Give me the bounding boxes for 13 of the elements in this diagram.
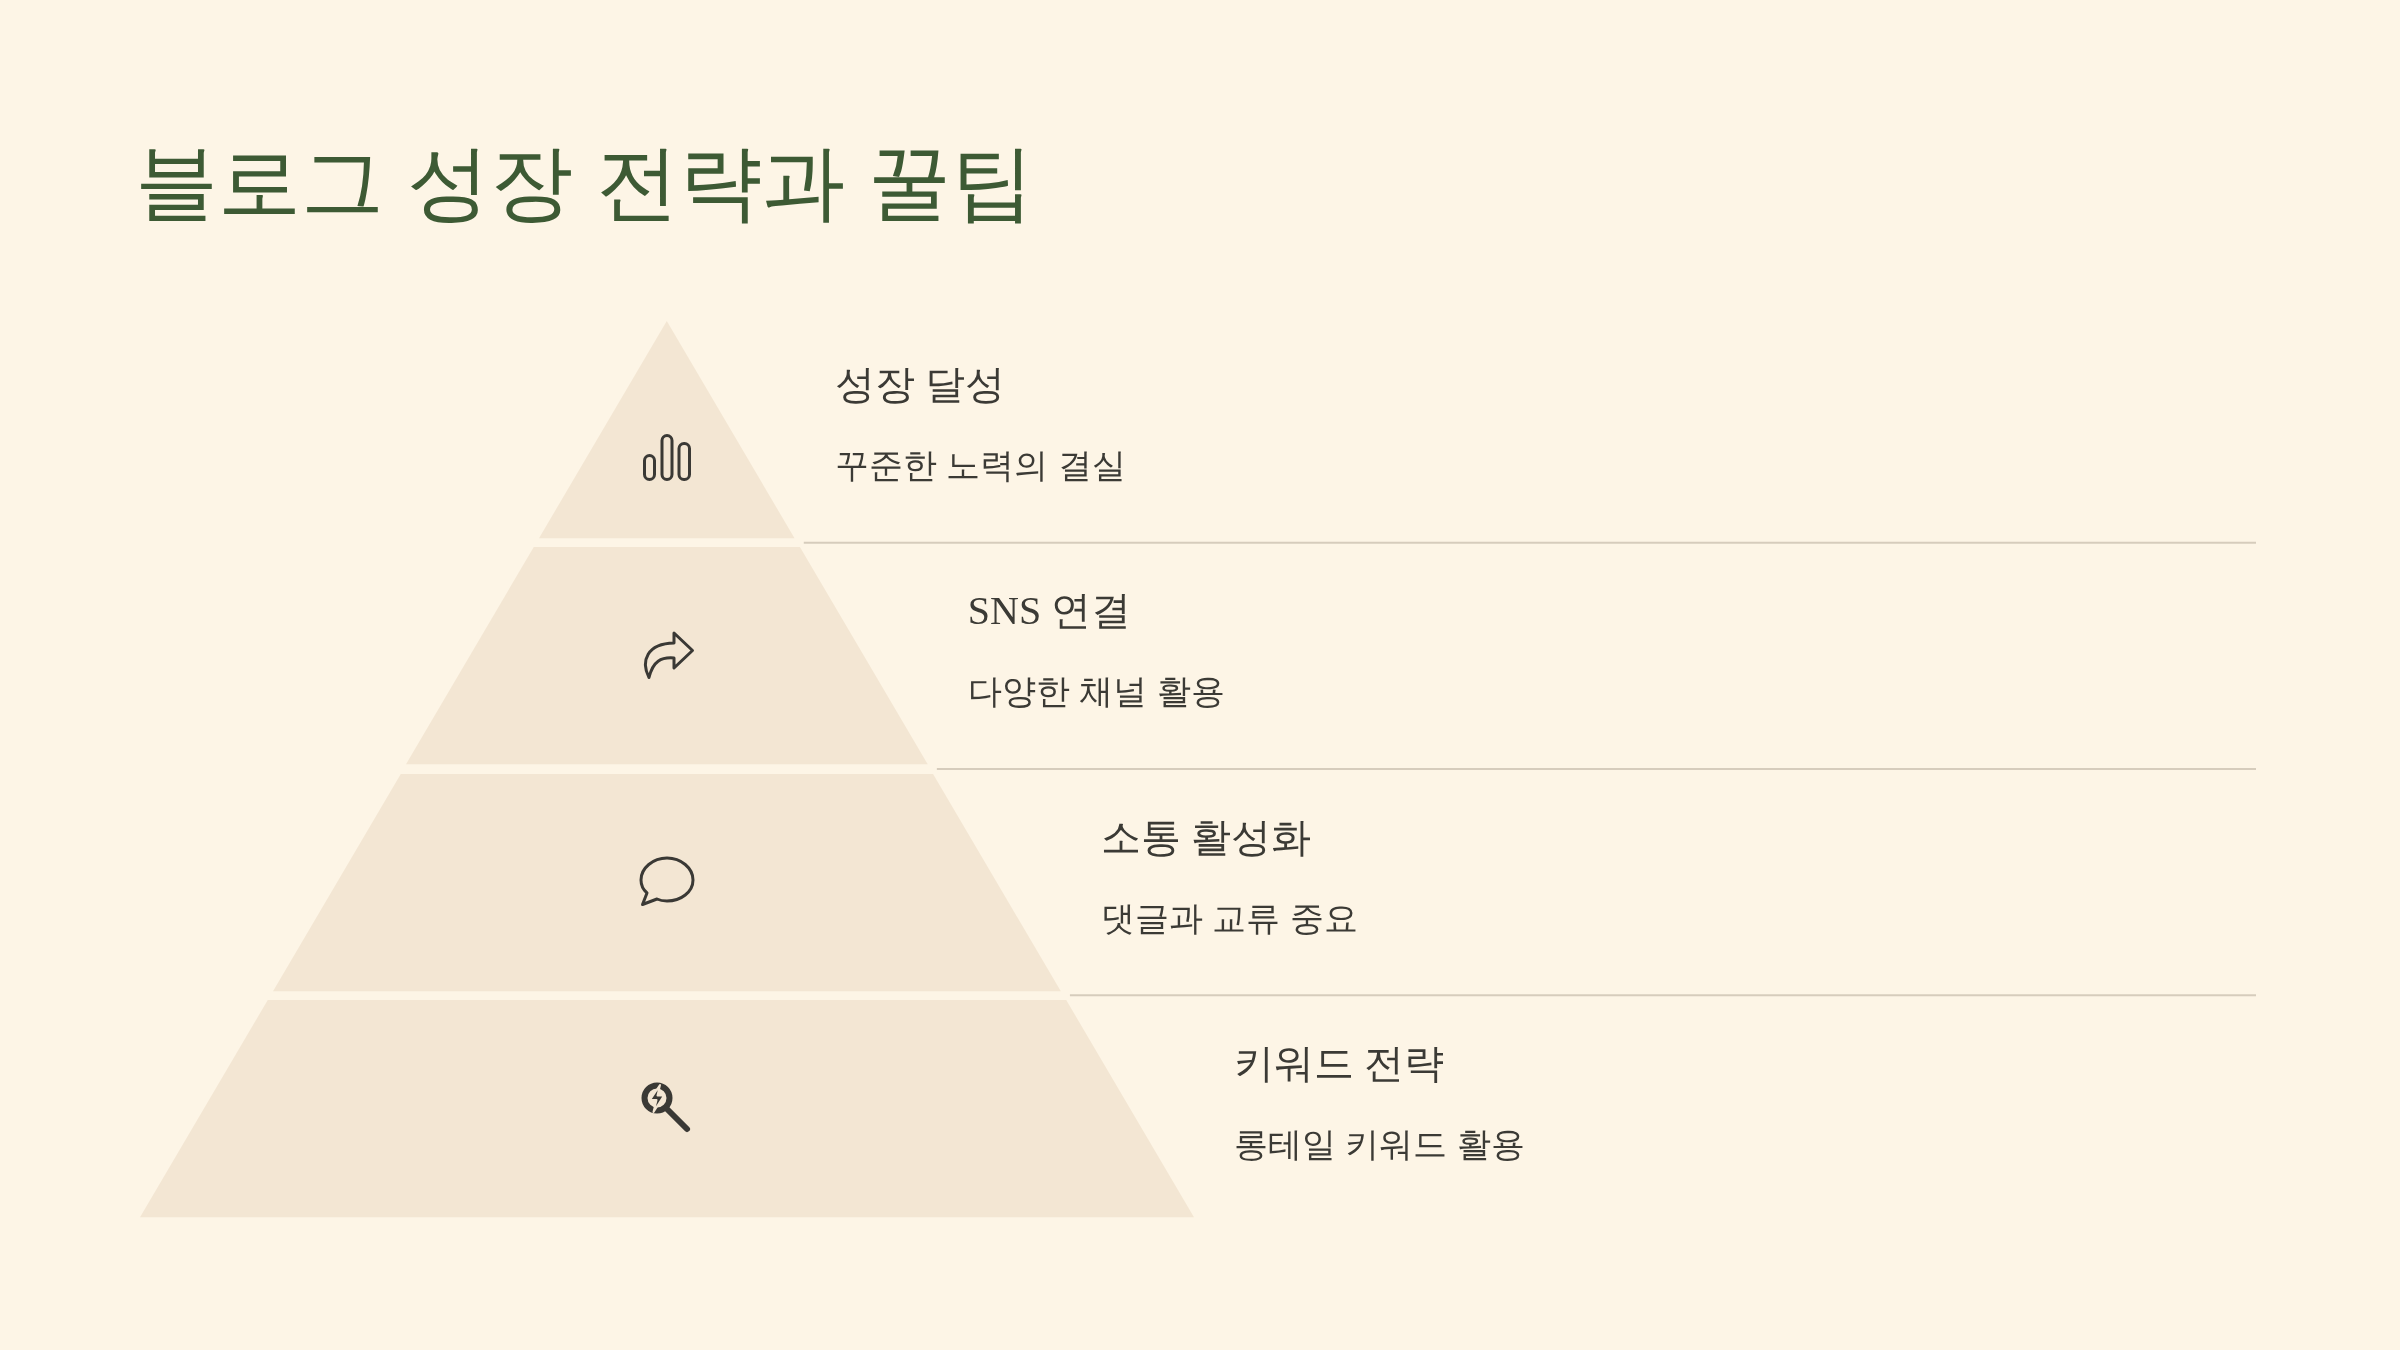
level-heading: 키워드 전략 [1234, 1039, 1444, 1088]
pyramid-level [539, 321, 795, 539]
level-heading: 소통 활성화 [1100, 813, 1311, 862]
pyramid-level [273, 773, 1061, 991]
slide-title: 블로그 성장 전략과 꿀팁 [135, 135, 1035, 231]
level-description: 꾸준한 노력의 결실 [834, 445, 1126, 486]
level-description: 댓글과 교류 중요 [1100, 897, 1358, 939]
pyramid-level [406, 547, 928, 765]
level-description: 롱테일 키워드 활용 [1234, 1123, 1525, 1165]
level-heading: SNS 연결 [967, 587, 1132, 636]
level-heading: 성장 달성 [834, 361, 1005, 409]
pyramid-level [140, 999, 1194, 1217]
level-description: 다양한 채널 활용 [967, 671, 1225, 713]
